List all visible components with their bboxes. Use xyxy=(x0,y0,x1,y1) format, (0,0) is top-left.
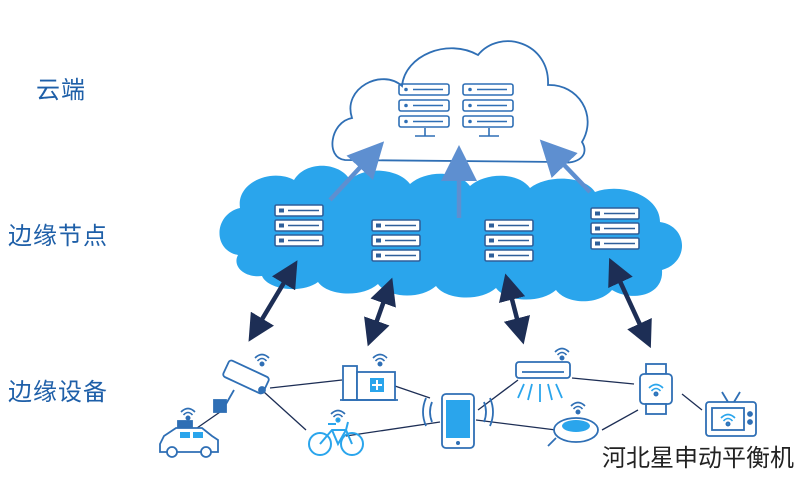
smartwatch-icon xyxy=(639,363,673,415)
tv-icon xyxy=(705,391,757,437)
server-rack-icon xyxy=(398,83,514,137)
air-conditioner-icon xyxy=(515,347,571,402)
robot-vacuum-icon xyxy=(547,401,599,447)
watermark-text: 河北星申动平衡机 xyxy=(602,444,794,472)
server-icon xyxy=(274,204,324,247)
layer-label-edge-device: 边缘设备 xyxy=(8,378,108,406)
uplink-arrows xyxy=(328,139,592,218)
server-icon xyxy=(590,207,640,250)
taxi-icon xyxy=(159,407,219,458)
cloud-icon xyxy=(331,40,589,164)
edge-node-cloud xyxy=(219,165,683,302)
factory-icon xyxy=(340,353,398,401)
layer-label-cloud: 云端 xyxy=(36,76,86,104)
smartphone-icon xyxy=(422,393,494,449)
device-link-arrows xyxy=(248,257,652,349)
layer-label-edge-node: 边缘节点 xyxy=(8,222,108,250)
bicycle-icon xyxy=(308,409,364,456)
device-network-lines xyxy=(196,377,703,437)
server-icon xyxy=(371,219,421,262)
security-camera-icon xyxy=(213,353,270,413)
server-icon xyxy=(484,219,534,262)
